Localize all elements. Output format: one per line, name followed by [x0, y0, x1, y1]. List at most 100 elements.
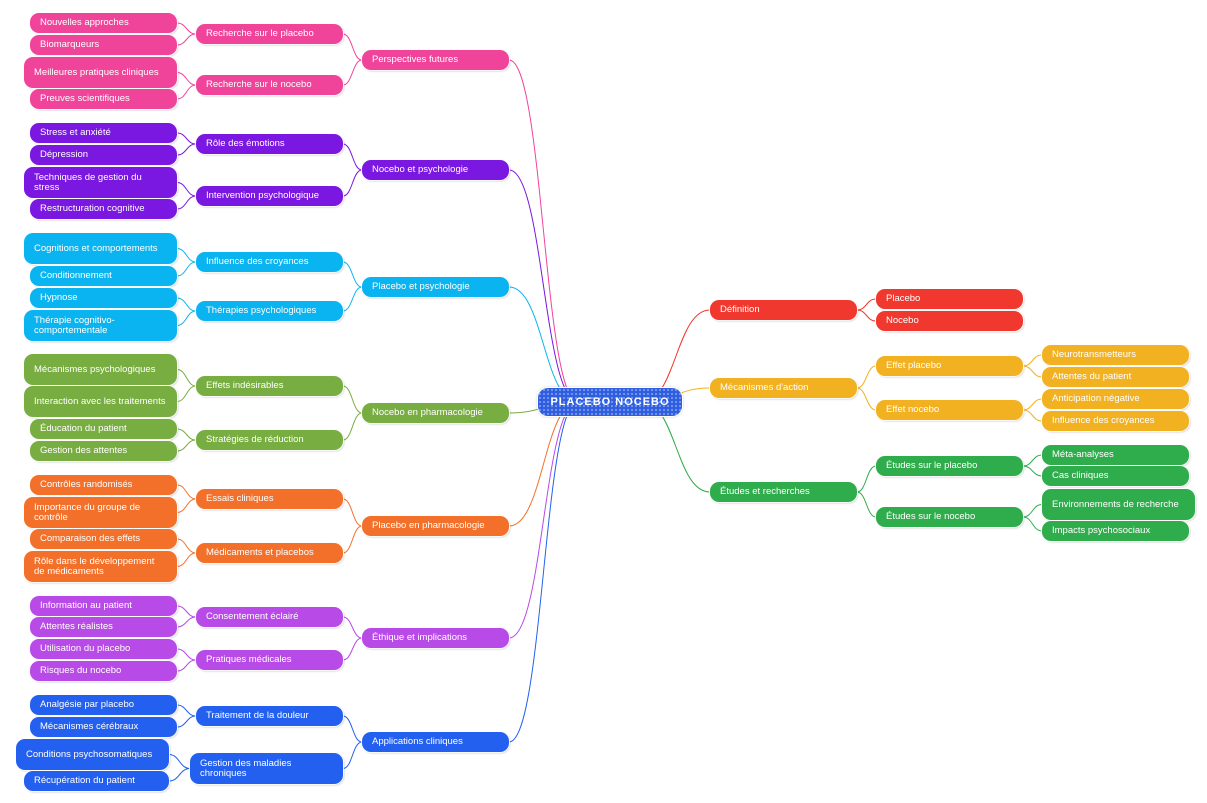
branch-definition[interactable]: Définition: [710, 300, 857, 320]
subtopic-therapie-cognitivo-comportementale[interactable]: Thérapie cognitivo-comportementale: [24, 310, 177, 341]
subtopic-depression[interactable]: Dépression: [30, 145, 177, 165]
link-neurotransmetteurs: [1022, 354, 1043, 367]
topic-recherche-sur-le-placebo[interactable]: Recherche sur le placebo: [196, 24, 343, 44]
branch-perspectives-futures[interactable]: Perspectives futures: [362, 50, 509, 70]
link-depression: [176, 143, 197, 156]
topic-etudes-sur-le-nocebo[interactable]: Études sur le nocebo: [876, 507, 1023, 527]
link-restructuration-cognitive: [176, 195, 197, 210]
subtopic-mecanismes-psychologiques[interactable]: Mécanismes psychologiques: [24, 354, 177, 385]
subtopic-preuves-scientifiques[interactable]: Preuves scientifiques: [30, 89, 177, 109]
link-etudes-sur-le-nocebo: [856, 491, 877, 518]
link-mecanismes-psychologiques: [176, 369, 197, 387]
link-root-placebo-en-pharmacologie: [508, 401, 579, 527]
topic-traitement-de-la-douleur[interactable]: Traitement de la douleur: [196, 706, 343, 726]
link-gestion-des-attentes: [176, 439, 197, 452]
subtopic-analgesie-par-placebo[interactable]: Analgésie par placebo: [30, 695, 177, 715]
branch-mecanismes-d-action[interactable]: Mécanismes d'action: [710, 378, 857, 398]
subtopic-conditionnement[interactable]: Conditionnement: [30, 266, 177, 286]
subtopic-attentes-du-patient[interactable]: Attentes du patient: [1042, 367, 1189, 387]
link-analgesie-par-placebo: [176, 704, 197, 717]
branch-applications-cliniques[interactable]: Applications cliniques: [362, 732, 509, 752]
link-utilisation-du-placebo: [176, 648, 197, 661]
link-recherche-sur-le-nocebo: [342, 59, 363, 86]
subtopic-environnements-de-recherche[interactable]: Environnements de recherche: [1042, 489, 1195, 520]
topic-effet-placebo[interactable]: Effet placebo: [876, 356, 1023, 376]
link-cas-cliniques: [1022, 465, 1043, 477]
subtopic-restructuration-cognitive[interactable]: Restructuration cognitive: [30, 199, 177, 219]
central-topic[interactable]: PLACEBO NOCEBO: [538, 388, 682, 416]
link-therapie-cognitivo-comportementale: [176, 310, 197, 326]
topic-placebo[interactable]: Placebo: [876, 289, 1023, 309]
subtopic-information-au-patient[interactable]: Information au patient: [30, 596, 177, 616]
link-recherche-sur-le-placebo: [342, 33, 363, 61]
link-environnements-de-recherche: [1022, 504, 1043, 518]
link-root-applications-cliniques: [508, 401, 579, 743]
topic-gestion-des-maladies-chroniques[interactable]: Gestion des maladies chroniques: [190, 753, 343, 784]
subtopic-meta-analyses[interactable]: Méta-analyses: [1042, 445, 1189, 465]
subtopic-nouvelles-approches[interactable]: Nouvelles approches: [30, 13, 177, 33]
subtopic-controles-randomises[interactable]: Contrôles randomisés: [30, 475, 177, 495]
link-pratiques-medicales: [342, 637, 363, 661]
topic-etudes-sur-le-placebo[interactable]: Études sur le placebo: [876, 456, 1023, 476]
subtopic-impacts-psychosociaux[interactable]: Impacts psychosociaux: [1042, 521, 1189, 541]
subtopic-utilisation-du-placebo[interactable]: Utilisation du placebo: [30, 639, 177, 659]
subtopic-importance-du-groupe-de-controle[interactable]: Importance du groupe de contrôle: [24, 497, 177, 528]
link-root-perspectives-futures: [508, 59, 579, 403]
topic-recherche-sur-le-nocebo[interactable]: Recherche sur le nocebo: [196, 75, 343, 95]
link-effet-placebo: [856, 365, 877, 389]
topic-consentement-eclaire[interactable]: Consentement éclairé: [196, 607, 343, 627]
topic-essais-cliniques[interactable]: Essais cliniques: [196, 489, 343, 509]
topic-nocebo[interactable]: Nocebo: [876, 311, 1023, 331]
subtopic-interaction-avec-les-traitements[interactable]: Interaction avec les traitements: [24, 386, 177, 417]
subtopic-neurotransmetteurs[interactable]: Neurotransmetteurs: [1042, 345, 1189, 365]
subtopic-recuperation-du-patient[interactable]: Récupération du patient: [24, 771, 169, 791]
subtopic-conditions-psychosomatiques[interactable]: Conditions psychosomatiques: [16, 739, 169, 770]
link-preuves-scientifiques: [176, 84, 197, 100]
link-education-du-patient: [176, 428, 197, 441]
subtopic-gestion-des-attentes[interactable]: Gestion des attentes: [30, 441, 177, 461]
subtopic-role-dans-le-developpement-de-medicaments[interactable]: Rôle dans le développement de médicament…: [24, 551, 177, 582]
subtopic-cognitions-et-comportements[interactable]: Cognitions et comportements: [24, 233, 177, 264]
topic-effets-indesirables[interactable]: Effets indésirables: [196, 376, 343, 396]
topic-influence-des-croyances[interactable]: Influence des croyances: [196, 252, 343, 272]
branch-placebo-en-pharmacologie[interactable]: Placebo en pharmacologie: [362, 516, 509, 536]
subtopic-influence-des-croyances[interactable]: Influence des croyances: [1042, 411, 1189, 431]
topic-intervention-psychologique[interactable]: Intervention psychologique: [196, 186, 343, 206]
topic-role-des-emotions[interactable]: Rôle des émotions: [196, 134, 343, 154]
subtopic-techniques-de-gestion-du-stress[interactable]: Techniques de gestion du stress: [24, 167, 177, 198]
subtopic-biomarqueurs[interactable]: Biomarqueurs: [30, 35, 177, 55]
link-meilleures-pratiques-cliniques: [176, 72, 197, 86]
subtopic-risques-du-nocebo[interactable]: Risques du nocebo: [30, 661, 177, 681]
branch-etudes-et-recherches[interactable]: Études et recherches: [710, 482, 857, 502]
link-attentes-realistes: [176, 616, 197, 628]
link-interaction-avec-les-traitements: [176, 385, 197, 402]
link-role-dans-le-developpement-de-medicaments: [176, 552, 197, 567]
subtopic-mecanismes-cerebraux[interactable]: Mécanismes cérébraux: [30, 717, 177, 737]
link-placebo: [856, 298, 877, 311]
subtopic-education-du-patient[interactable]: Éducation du patient: [30, 419, 177, 439]
link-intervention-psychologique: [342, 169, 363, 197]
topic-medicaments-et-placebos[interactable]: Médicaments et placebos: [196, 543, 343, 563]
subtopic-stress-et-anxiete[interactable]: Stress et anxiété: [30, 123, 177, 143]
subtopic-hypnose[interactable]: Hypnose: [30, 288, 177, 308]
link-root-ethique-et-implications: [508, 401, 579, 639]
subtopic-meilleures-pratiques-cliniques[interactable]: Meilleures pratiques cliniques: [24, 57, 177, 88]
branch-nocebo-et-psychologie[interactable]: Nocebo et psychologie: [362, 160, 509, 180]
subtopic-cas-cliniques[interactable]: Cas cliniques: [1042, 466, 1189, 486]
topic-pratiques-medicales[interactable]: Pratiques médicales: [196, 650, 343, 670]
topic-strategies-de-reduction[interactable]: Stratégies de réduction: [196, 430, 343, 450]
subtopic-attentes-realistes[interactable]: Attentes réalistes: [30, 617, 177, 637]
link-cognitions-et-comportements: [176, 248, 197, 263]
topic-effet-nocebo[interactable]: Effet nocebo: [876, 400, 1023, 420]
link-conditions-psychosomatiques: [168, 754, 191, 769]
subtopic-anticipation-negative[interactable]: Anticipation négative: [1042, 389, 1189, 409]
link-information-au-patient: [176, 605, 197, 618]
link-mecanismes-cerebraux: [176, 715, 197, 728]
link-etudes-sur-le-placebo: [856, 465, 877, 493]
branch-ethique-et-implications[interactable]: Éthique et implications: [362, 628, 509, 648]
subtopic-comparaison-des-effets[interactable]: Comparaison des effets: [30, 529, 177, 549]
branch-placebo-et-psychologie[interactable]: Placebo et psychologie: [362, 277, 509, 297]
branch-nocebo-en-pharmacologie[interactable]: Nocebo en pharmacologie: [362, 403, 509, 423]
topic-therapies-psychologiques[interactable]: Thérapies psychologiques: [196, 301, 343, 321]
